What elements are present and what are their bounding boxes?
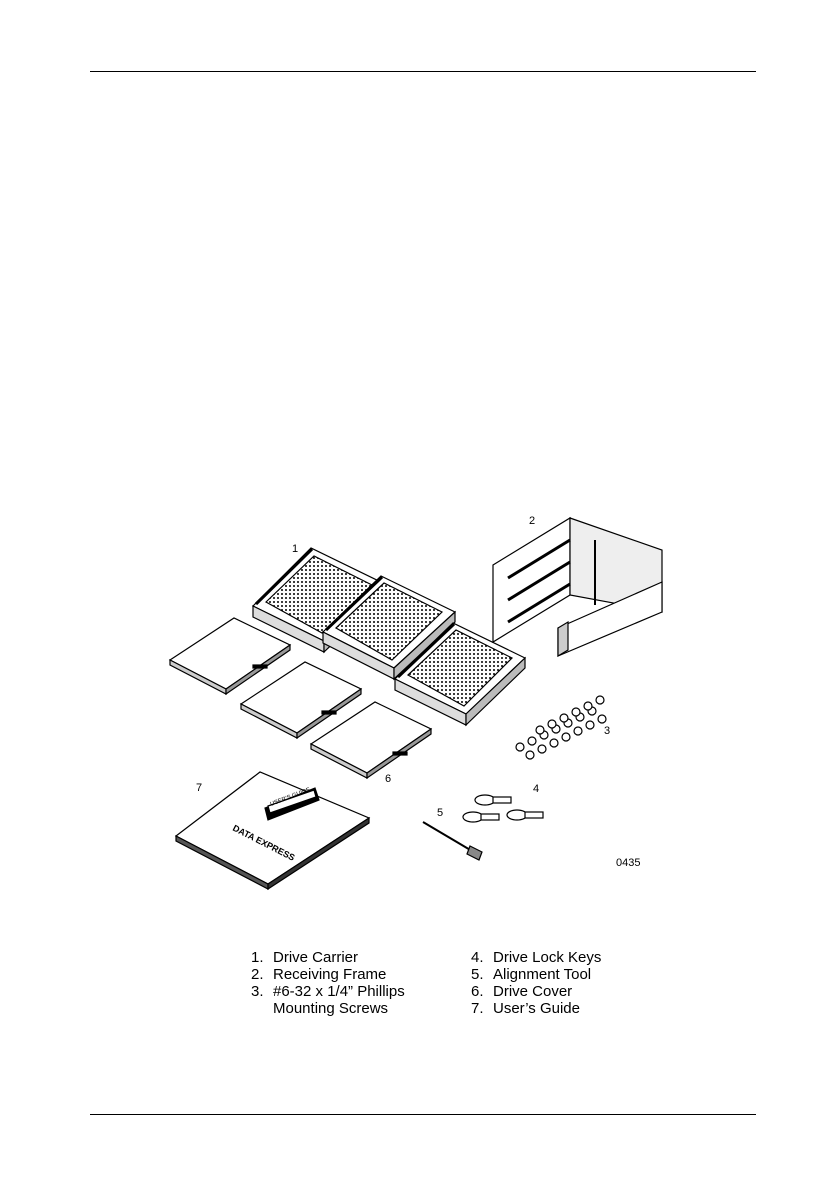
legend-left-column: 1. Drive Carrier 2. Receiving Frame 3. #… [251,949,405,1017]
callout-7: 7 [196,782,202,794]
legend-text: Drive Carrier [273,949,358,966]
legend-item: 5. Alignment Tool [471,966,601,983]
legend-text: Drive Lock Keys [493,949,601,966]
figure-id: 0435 [616,857,640,869]
legend-item: 4. Drive Lock Keys [471,949,601,966]
callout-6: 6 [385,773,391,785]
legend-text: Receiving Frame [273,966,386,983]
callout-3: 3 [604,725,610,737]
legend-item: 7. User’s Guide [471,1000,601,1017]
legend-item: 3. #6-32 x 1/4” Phillips [251,983,405,1000]
callout-1: 1 [292,543,298,555]
legend-number: 2. [251,966,273,983]
receiving-frame [493,518,662,656]
legend-number: 5. [471,966,493,983]
legend-text: #6-32 x 1/4” Phillips [273,983,405,1000]
drive-cover-1 [170,618,290,694]
callout-5: 5 [437,807,443,819]
parts-illustration: DATA EXPRESS USER'S GUIDE 1 2 3 4 5 6 7 … [150,505,670,905]
legend-item: 1. Drive Carrier [251,949,405,966]
drive-lock-keys [463,795,543,822]
legend-continuation: Mounting Screws [251,1000,405,1017]
legend-text: User’s Guide [493,1000,580,1017]
callout-2: 2 [529,515,535,527]
legend-right-column: 4. Drive Lock Keys 5. Alignment Tool 6. … [471,949,601,1017]
legend-item: 6. Drive Cover [471,983,601,1000]
legend-number: 6. [471,983,493,1000]
legend-text: Alignment Tool [493,966,591,983]
users-guide-book: DATA EXPRESS USER'S GUIDE [176,772,369,889]
legend-number: 4. [471,949,493,966]
callout-4: 4 [533,783,539,795]
legend-number: 7. [471,1000,493,1017]
legend-number: 3. [251,983,273,1000]
mounting-screws [516,696,606,759]
legend-item: 2. Receiving Frame [251,966,405,983]
header-rule [90,71,756,72]
alignment-tool [423,822,482,860]
footer-rule [90,1114,756,1115]
legend-number: 1. [251,949,273,966]
legend-text: Drive Cover [493,983,572,1000]
